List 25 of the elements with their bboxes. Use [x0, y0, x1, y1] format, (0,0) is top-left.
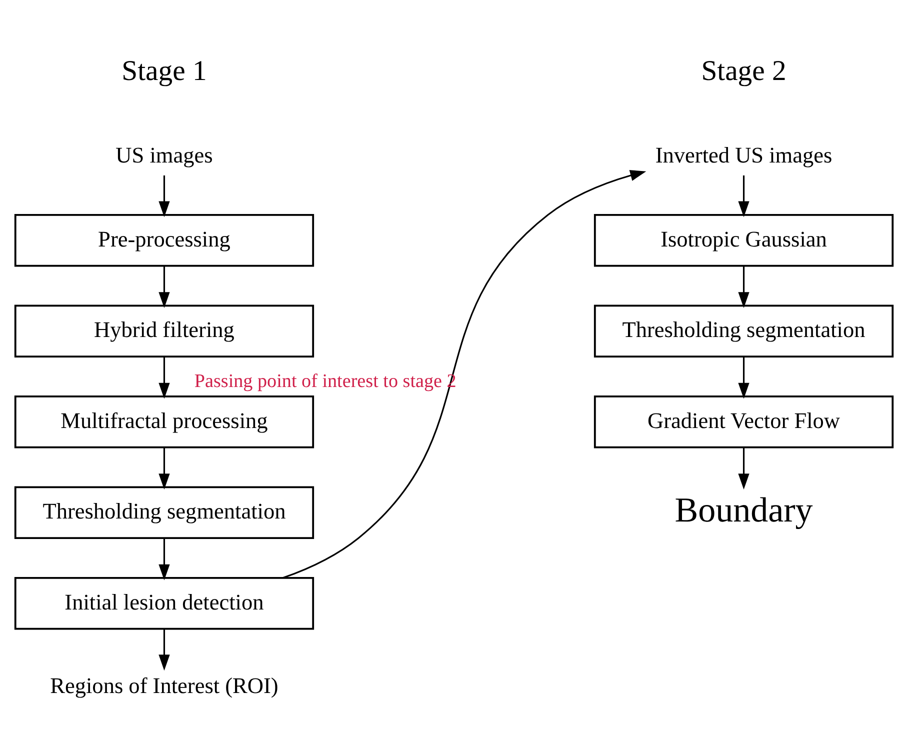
arrow — [158, 538, 170, 580]
node-box: Multifractal processing — [14, 394, 314, 448]
node-text: Inverted US images — [654, 142, 832, 168]
node-text: Regions of Interest (ROI) — [50, 672, 278, 698]
node-box: Thresholding segmentation — [593, 304, 894, 358]
node-box: Isotropic Gaussian — [593, 213, 894, 266]
arrow — [158, 265, 170, 308]
arrow — [738, 265, 749, 308]
arrow — [282, 170, 646, 578]
arrow — [158, 174, 170, 217]
node-box: Hybrid filtering — [14, 304, 314, 358]
node-box: Gradient Vector Flow — [593, 394, 894, 448]
arrow — [158, 356, 170, 398]
arrow — [738, 356, 749, 398]
label: Stage 1 — [121, 54, 206, 87]
node-text: Boundary — [674, 490, 812, 530]
node-text: US images — [115, 142, 212, 168]
node-box: Pre-processing — [14, 213, 314, 266]
node-box: Thresholding segmentation — [14, 486, 314, 539]
arrow — [738, 446, 749, 490]
node-box: Initial lesion detection — [14, 576, 314, 630]
label: Stage 2 — [700, 54, 786, 87]
arrow — [158, 628, 170, 670]
arrow — [738, 174, 749, 217]
arrow — [158, 446, 170, 490]
